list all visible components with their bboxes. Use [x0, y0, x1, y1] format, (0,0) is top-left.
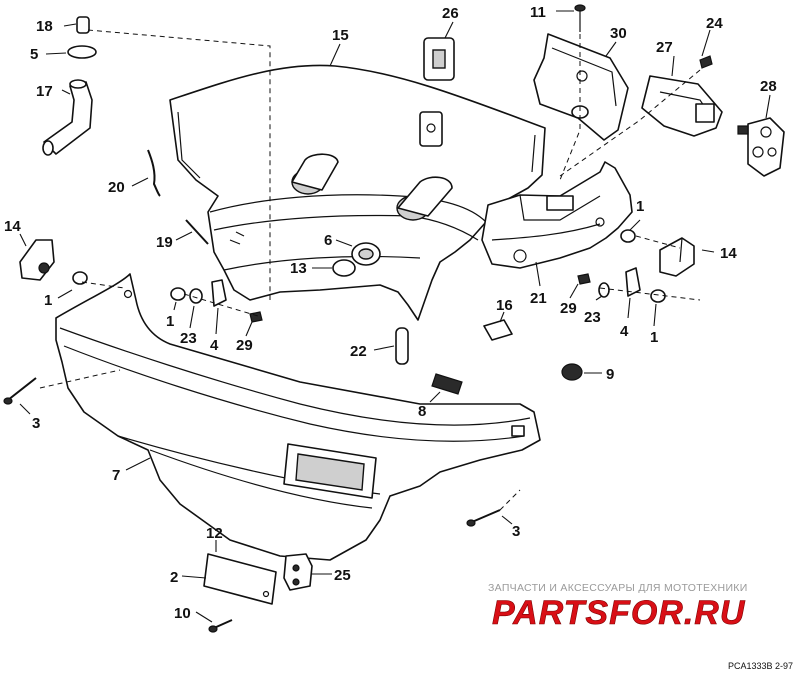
callout-11: 11 [530, 4, 546, 21]
plate-part [203, 553, 277, 605]
callout-1: 1 [636, 198, 644, 215]
callout-30: 30 [610, 25, 627, 42]
screw-part [208, 619, 233, 633]
watermark-tagline: ЗАПЧАСТИ И АКСЕССУАРЫ ДЛЯ МОТОТЕХНИКИ [488, 582, 748, 594]
callout-28: 28 [760, 78, 777, 95]
washer-part [332, 259, 356, 277]
callout-19: 19 [156, 234, 173, 251]
callout-23: 23 [584, 309, 601, 326]
callout-1: 1 [166, 313, 174, 330]
block-part [483, 319, 513, 341]
seal-part [147, 149, 161, 197]
callout-9: 9 [606, 366, 614, 383]
drawing-code: PCA1333B 2-97 [728, 661, 794, 671]
callout-4: 4 [210, 337, 219, 354]
callout-7: 7 [112, 467, 120, 484]
callout-10: 10 [174, 605, 191, 622]
callout-25: 25 [334, 567, 351, 584]
screw-part [249, 311, 263, 323]
bracket-part [19, 239, 55, 281]
grommet-part [561, 363, 583, 381]
screw-part [3, 377, 37, 405]
seal-part [395, 327, 409, 365]
callout-18: 18 [36, 18, 53, 35]
clip-part [283, 553, 313, 591]
callout-29: 29 [236, 337, 253, 354]
leader-lines [19, 10, 771, 623]
callout-1: 1 [650, 329, 658, 346]
latch-plate-part [737, 117, 785, 177]
callout-16: 16 [496, 297, 513, 314]
callout-22: 22 [350, 343, 367, 360]
callout-23: 23 [180, 330, 197, 347]
callout-5: 5 [30, 46, 38, 63]
callout-24: 24 [706, 15, 723, 32]
callout-29: 29 [560, 300, 577, 317]
bushing-part [72, 271, 88, 285]
callout-3: 3 [32, 415, 40, 432]
callout-labels: 18 5 17 26 15 11 30 24 27 28 20 19 14 1 … [4, 4, 777, 622]
screw-part [577, 273, 591, 285]
watermark-logo: PARTSFOR.RU [492, 594, 746, 633]
bushing-part [620, 229, 636, 243]
seal-part [185, 219, 209, 245]
callout-14-left: 14 [4, 218, 21, 235]
clip-part [625, 267, 641, 297]
screw-part [699, 55, 713, 69]
clip-part [211, 279, 227, 307]
callout-26: 26 [442, 5, 459, 22]
front-bracket-part [481, 161, 633, 269]
alignment-lines [39, 29, 701, 511]
callout-1: 1 [44, 292, 52, 309]
callout-4: 4 [620, 323, 629, 340]
washer-part [598, 282, 610, 298]
callout-14-right: 14 [720, 245, 737, 262]
callout-21: 21 [530, 290, 547, 307]
callout-15: 15 [332, 27, 349, 44]
lower-cover-part [55, 273, 541, 561]
callout-20: 20 [108, 179, 125, 196]
washer-part [189, 288, 203, 304]
grommet-part [351, 242, 381, 266]
screw-part [466, 509, 501, 527]
callout-8: 8 [418, 403, 426, 420]
screw-part [574, 4, 586, 32]
callout-13: 13 [290, 260, 307, 277]
clamp-part [67, 45, 97, 59]
pad-part [431, 373, 463, 395]
callout-27: 27 [656, 39, 673, 56]
handle-part [641, 75, 723, 137]
callout-12: 12 [206, 525, 223, 542]
grommet-part [423, 37, 455, 81]
latch-part [533, 33, 629, 141]
callout-2: 2 [170, 569, 178, 586]
callout-3: 3 [512, 523, 520, 540]
hose-part [42, 79, 93, 156]
plug-part [76, 16, 90, 34]
callout-17: 17 [36, 83, 53, 100]
upper-cover-part [169, 64, 546, 321]
bracket-part [659, 237, 695, 277]
callout-6: 6 [324, 232, 332, 249]
bushing-part [170, 287, 186, 301]
